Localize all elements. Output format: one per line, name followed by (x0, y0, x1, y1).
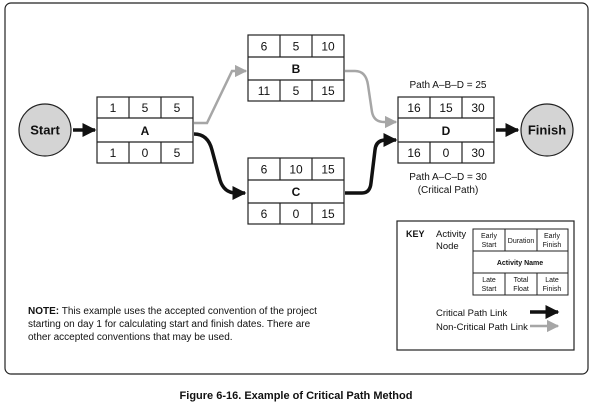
figure-caption: Figure 6-16. Example of Critical Path Me… (180, 390, 413, 402)
start-label: Start (30, 123, 60, 138)
path-acd-label: Path A–C–D = 30 (409, 172, 487, 183)
d-duration: 15 (439, 101, 453, 115)
b-early-finish: 10 (321, 40, 335, 54)
b-duration: 5 (293, 40, 300, 54)
links (73, 64, 520, 200)
d-activity-name: D (442, 124, 451, 138)
c-early-finish: 15 (321, 163, 335, 177)
c-early-start: 6 (261, 163, 268, 177)
key-title: KEY (406, 229, 425, 239)
key-activity-node-line2: Node (436, 241, 459, 252)
b-early-start: 6 (261, 40, 268, 54)
b-activity-name: B (292, 62, 301, 76)
c-late-finish: 15 (321, 207, 335, 221)
key-duration: Duration (508, 238, 535, 245)
start-node: Start (18, 103, 72, 157)
note-line3: other accepted conventions that may be u… (28, 332, 233, 343)
a-early-finish: 5 (174, 101, 181, 115)
finish-circle (520, 103, 574, 157)
critical-path-label: (Critical Path) (418, 185, 479, 196)
activity-node-a: 1 5 5 A 1 0 5 (96, 96, 194, 164)
note-text: NOTE: This example uses the accepted con… (28, 306, 317, 343)
link-c-d (345, 133, 398, 195)
b-late-finish: 15 (321, 84, 335, 98)
key-early-start-l1: Early (481, 233, 497, 240)
link-b-d (345, 69, 398, 129)
key-early-start-l2: Start (482, 242, 497, 249)
a-late-start: 1 (110, 146, 117, 160)
key-total-float-l1: Total (514, 277, 529, 284)
note-line1: This example uses the accepted conventio… (59, 306, 317, 317)
note-label: NOTE: (28, 306, 59, 317)
a-early-start: 1 (110, 101, 117, 115)
key-activity-node-line1: Activity (436, 229, 466, 240)
key-early-finish-l2: Finish (543, 242, 562, 249)
activity-node-b: 6 5 10 B 11 5 15 (247, 34, 345, 102)
c-total-float: 0 (293, 207, 300, 221)
a-total-float: 0 (142, 146, 149, 160)
a-late-finish: 5 (174, 146, 181, 160)
link-a-b (194, 64, 248, 125)
key-legend: KEY Activity Node Early Start Duration E… (396, 220, 575, 351)
b-late-start: 11 (258, 84, 271, 98)
finish-label: Finish (528, 123, 566, 138)
c-duration: 10 (289, 163, 303, 177)
finish-node: Finish (520, 103, 574, 157)
key-activity-name: Activity Name (497, 260, 543, 267)
key-total-float-l2: Float (513, 286, 529, 293)
diagram-frame (4, 2, 589, 375)
path-abd-label: Path A–B–D = 25 (409, 80, 486, 91)
d-late-finish: 30 (471, 146, 485, 160)
svg-text:NOTE: This example uses the ac: NOTE: This example uses the accepted con… (28, 306, 317, 317)
note-line2: starting on day 1 for calculating start … (28, 319, 311, 330)
link-a-c (193, 132, 247, 200)
d-late-start: 16 (407, 146, 421, 160)
d-early-finish: 30 (471, 101, 485, 115)
key-late-start-l1: Late (482, 277, 496, 284)
key-late-finish-l1: Late (545, 277, 559, 284)
c-activity-name: C (292, 185, 301, 199)
key-late-start-l2: Start (482, 286, 497, 293)
d-total-float: 0 (443, 146, 450, 160)
key-critical-link-label: Critical Path Link (436, 308, 508, 319)
a-activity-name: A (141, 124, 150, 138)
b-total-float: 5 (293, 84, 300, 98)
activity-node-c: 6 10 15 C 6 0 15 (247, 157, 345, 225)
a-duration: 5 (142, 101, 149, 115)
d-early-start: 16 (407, 101, 421, 115)
c-late-start: 6 (261, 207, 268, 221)
start-circle (18, 103, 72, 157)
key-late-finish-l2: Finish (543, 286, 562, 293)
activity-node-d: 16 15 30 D 16 0 30 (397, 96, 495, 164)
key-noncritical-link-label: Non-Critical Path Link (436, 322, 528, 333)
key-early-finish-l1: Early (544, 233, 560, 240)
